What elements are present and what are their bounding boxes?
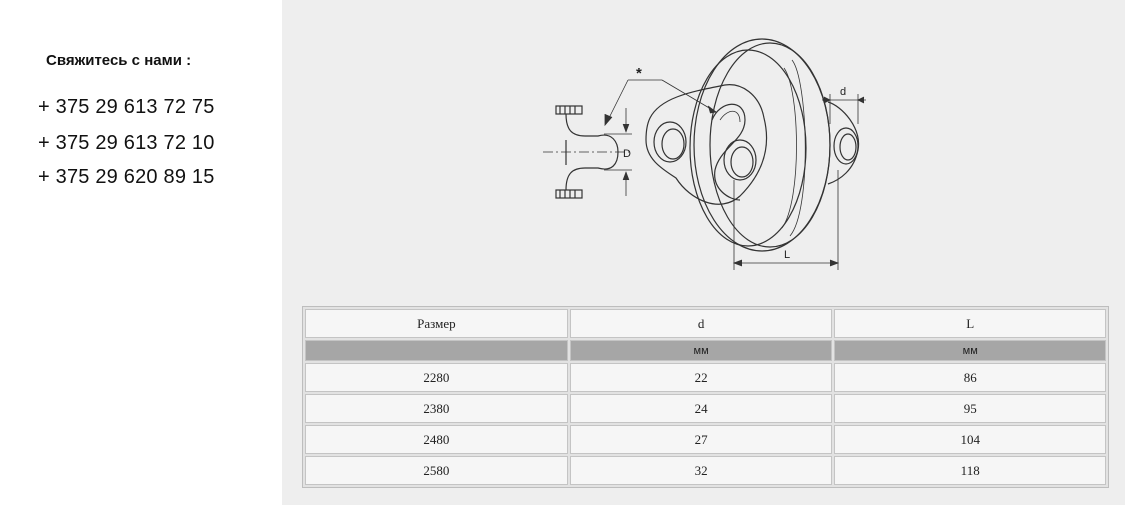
unit-L: мм [834,340,1106,361]
contact-sidebar: Свяжитесь с нами : + 375 29 613 72 75 + … [0,0,282,505]
header-L: L [834,309,1106,338]
table-row: 2380 24 95 [305,394,1106,423]
cell-size: 2380 [305,394,568,423]
header-d: d [569,309,833,338]
cell-d: 22 [569,363,833,392]
cell-L: 118 [834,456,1106,485]
mount-body-drawing [645,38,860,252]
cell-d: 32 [569,456,833,485]
phone-number-1[interactable]: + 375 29 613 72 75 [38,96,215,118]
cell-L: 104 [834,425,1106,454]
star-leader [604,79,717,127]
table-row: 2580 32 118 [305,456,1106,485]
phone-number-3[interactable]: + 375 29 620 89 15 [38,166,215,188]
contact-title: Свяжитесь с нами : [46,52,192,69]
unit-size [305,340,568,361]
pin-part-drawing [543,105,632,199]
cell-size: 2480 [305,425,568,454]
phone-number-2[interactable]: + 375 29 613 72 10 [38,132,215,154]
unit-d: мм [569,340,833,361]
L-label: L [784,249,790,261]
L-dimension [732,170,840,270]
table-units-row: мм мм [305,340,1106,361]
d-dimension [822,94,866,124]
cell-size: 2280 [305,363,568,392]
cell-size: 2580 [305,456,568,485]
d-label: d [840,86,846,98]
table-row: 2480 27 104 [305,425,1106,454]
table-row: 2280 22 86 [305,363,1106,392]
cell-L: 86 [834,363,1106,392]
star-label: * [636,65,642,82]
cell-d: 27 [569,425,833,454]
table-header-row: Размер d L [305,309,1106,338]
cell-d: 24 [569,394,833,423]
cell-L: 95 [834,394,1106,423]
product-technical-drawing: * d D L [543,38,866,270]
header-size: Размер [305,309,568,338]
size-table: Размер d L мм мм 2280 22 86 2380 24 95 2… [302,306,1109,488]
D-label: D [623,148,631,160]
